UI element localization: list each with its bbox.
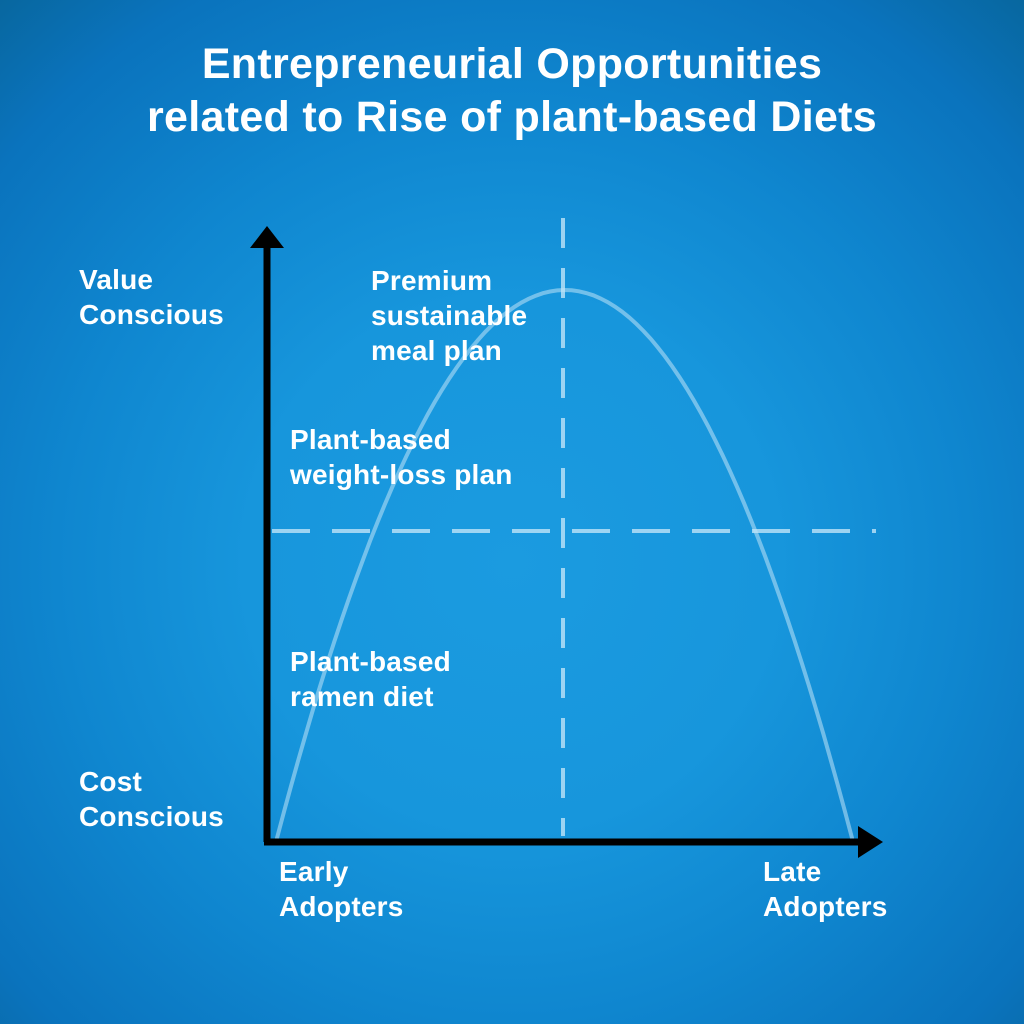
diagram-title: Entrepreneurial Opportunities related to… <box>0 38 1024 144</box>
y-axis-top-label: Value Conscious <box>79 264 224 330</box>
x-axis-left-label: Early Adopters <box>279 856 404 922</box>
opportunity-ramen-diet: Plant-based ramen diet <box>290 646 451 712</box>
x-axis-right-label: Late Adopters <box>763 856 888 922</box>
y-axis-arrowhead <box>250 226 284 248</box>
x-axis-arrowhead <box>858 826 883 858</box>
opportunity-weight-loss-plan: Plant-based weight-loss plan <box>290 424 513 490</box>
title-line-1: Entrepreneurial Opportunities <box>201 40 823 88</box>
title-line-2: related to Rise of plant-based Diets <box>147 93 877 141</box>
y-axis-bottom-label: Cost Conscious <box>79 766 224 832</box>
opportunity-premium-meal-plan: Premium sustainable meal plan <box>371 265 528 366</box>
